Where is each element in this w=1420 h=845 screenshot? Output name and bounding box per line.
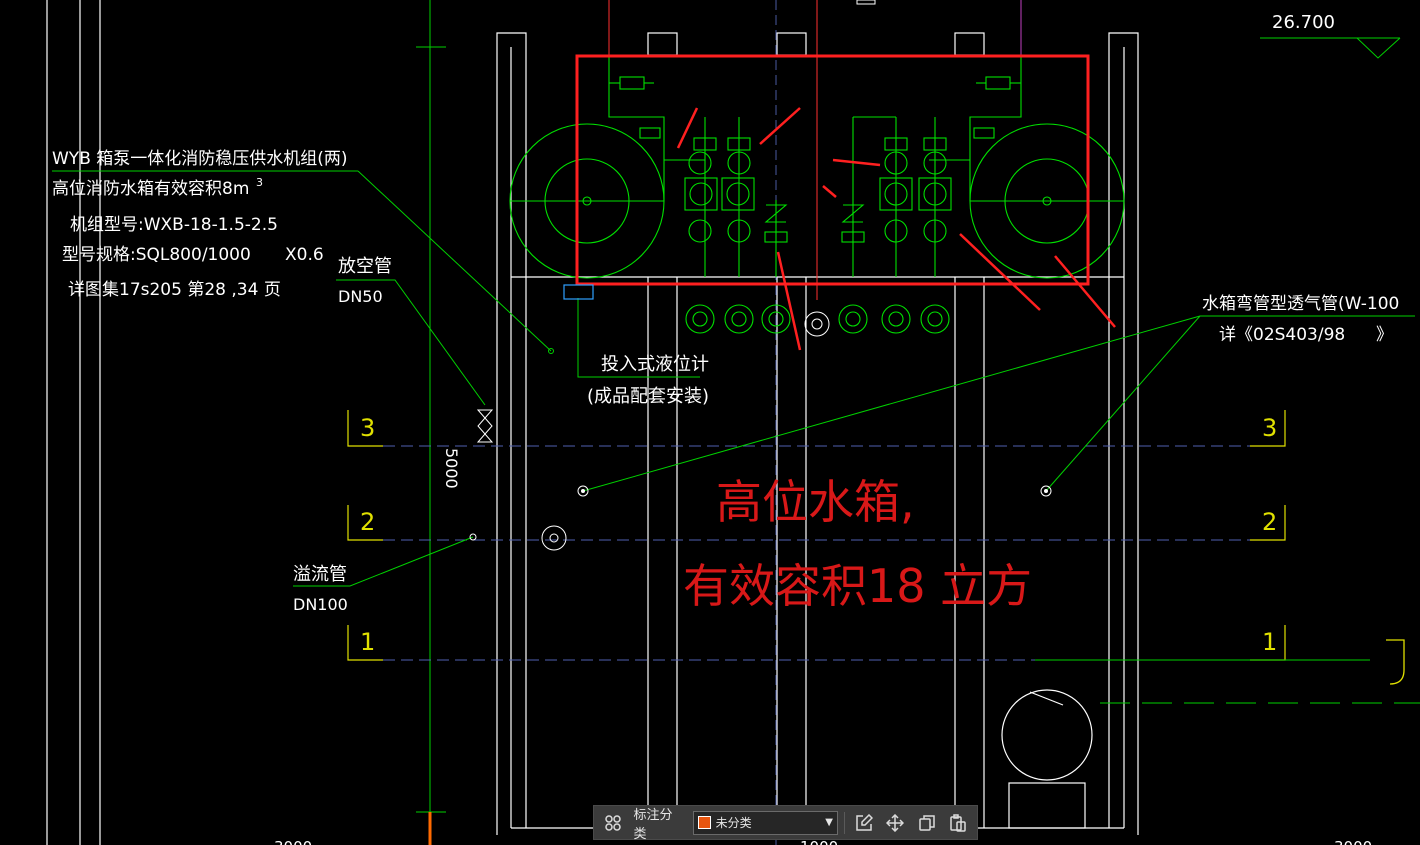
vent-pipe-size: DN50 — [338, 287, 383, 306]
level-gauge-note: (成品配套安装) — [587, 386, 709, 407]
paste-icon[interactable] — [946, 810, 972, 836]
markup-arrows — [676, 107, 1116, 351]
axis-2-right: 2 — [1262, 508, 1277, 536]
red-note-line-2: 有效容积18 立方 — [683, 559, 1032, 613]
bottom-dim-right: 3000 — [1334, 838, 1372, 845]
breather-ref: 详《02S403/98 — [1219, 325, 1345, 345]
markup-box — [575, 54, 1090, 286]
toolbar-divider — [843, 811, 845, 834]
tank-outline — [496, 32, 1139, 835]
grid-icon[interactable] — [600, 810, 626, 836]
breather-label: 水箱弯管型透气管(W-100 — [1202, 294, 1399, 314]
bottom-dim-left: 3000 — [274, 838, 312, 845]
bottom-dim-mid: 1000 — [800, 838, 838, 845]
edit-icon[interactable] — [851, 810, 877, 836]
axis-1-right: 1 — [1262, 628, 1277, 656]
note-line-4-suffix: X0.6 — [285, 245, 324, 265]
category-select[interactable]: 未分类 ▼ — [692, 810, 838, 835]
note-line-2-sup: 3 — [256, 176, 263, 189]
category-select-value: 未分类 — [715, 816, 752, 830]
copy-icon[interactable] — [914, 810, 940, 836]
move-icon[interactable] — [882, 810, 908, 836]
note-line-2: 高位消防水箱有效容积8m — [52, 179, 249, 199]
grid-axes — [347, 410, 1286, 661]
axis-3-left: 3 — [360, 414, 375, 442]
annotation-category-label: 标注分类 — [633, 807, 673, 842]
overflow-size: DN100 — [293, 595, 348, 614]
red-note-line-1: 高位水箱, — [716, 475, 915, 529]
note-line-5: 详图集17s205 第28 ,34 页 — [68, 280, 281, 300]
overflow-label: 溢流管 — [293, 564, 347, 585]
elevation-label: 26.700 — [1272, 12, 1335, 33]
note-line-4: 型号规格:SQL800/1000 — [62, 245, 251, 265]
note-line-1: WYB 箱泵一体化消防稳压供水机组(两) — [52, 149, 348, 169]
level-gauge-label: 投入式液位计 — [601, 354, 709, 375]
category-color-swatch — [697, 816, 711, 829]
axis-3-right: 3 — [1262, 414, 1277, 442]
chevron-down-icon: ▼ — [825, 817, 833, 828]
vent-pipe-label: 放空管 — [338, 256, 392, 277]
breather-ref-close: 》 — [1376, 325, 1393, 345]
pump-units — [509, 55, 1125, 334]
axis-1-left: 1 — [360, 628, 375, 656]
annotation-toolbar: 标注分类 未分类 ▼ — [593, 805, 978, 842]
axis-2-left: 2 — [360, 508, 375, 536]
dimension-5000: 5000 — [442, 448, 461, 489]
note-line-3: 机组型号:WXB-18-1.5-2.5 — [70, 215, 278, 235]
left-wall-lines — [46, 0, 101, 845]
